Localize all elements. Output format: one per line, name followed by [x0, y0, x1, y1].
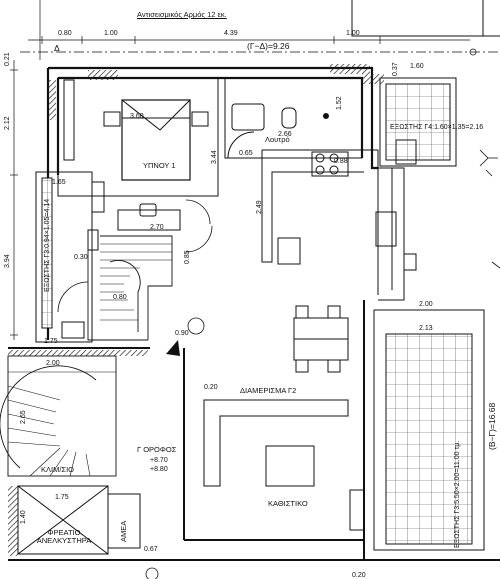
balcony-g3-right-label: ΕΞΩΣΤΗΣ Γ3:5.50×2.00=11.00 τμ.: [454, 440, 461, 548]
elevator-label: ΦΡΕΑΤΙΟ ΑΝΕΛΚΥΣΤΗΡΑ: [36, 528, 92, 545]
wall-hatch-left: [48, 80, 56, 120]
dim-h020b: 0.20: [352, 572, 366, 579]
kitchen-area: [261, 149, 417, 295]
dim-h088: 0.88: [334, 158, 348, 165]
exterior-walls: [46, 66, 378, 340]
dim-left-212: 2.12: [4, 116, 11, 130]
bottom-wall: [8, 539, 500, 561]
floor-level-2: +8.80: [150, 466, 168, 473]
bedroom-desk: [117, 203, 181, 231]
dim-top-1: 0.80: [58, 30, 72, 37]
balcony-g3-right: [373, 309, 485, 551]
dim-h030: 0.30: [74, 254, 88, 261]
wall-hatch-top-left: [88, 70, 118, 80]
dim-h200: 2.00: [419, 301, 433, 308]
dim-top-5: 0.21: [4, 52, 11, 66]
balcony-g4-label: ΕΞΩΣΤΗΣ Γ4:1.60×1.35=2.16: [390, 124, 484, 131]
wall-hatch-top-right: [330, 64, 370, 74]
left-dimension-line: [10, 60, 18, 340]
bathroom-label: Λουτρό: [265, 135, 290, 144]
bathroom-room: [224, 77, 363, 159]
neighbor-building: [351, 0, 500, 37]
floor-level-1: +8.70: [150, 457, 168, 464]
dim-h020: 0.20: [204, 384, 218, 391]
living-label: ΚΑΘΙΣΤΙΚΟ: [268, 499, 308, 508]
dim-h266: 2.66: [278, 131, 292, 138]
dim-h175: 1.75: [44, 338, 58, 345]
dim-h160: 1.60: [410, 63, 424, 70]
dim-h165: 1.65: [52, 179, 66, 186]
right-shaft: [378, 139, 417, 301]
north-marks: [479, 149, 500, 269]
dim-h065: 0.65: [239, 150, 253, 157]
dim-h067: 0.67: [144, 546, 158, 553]
dim-h213: 2.13: [419, 325, 433, 332]
floor-label: Γ ΟΡΟΦΟΣ: [137, 445, 177, 454]
entry-triangle: [166, 340, 180, 356]
dim-h270: 2.70: [150, 224, 164, 231]
dim-h037: 0.37: [392, 62, 399, 76]
dim-v249: 2.49: [256, 200, 263, 214]
dim-h200b: 2.00: [46, 360, 60, 367]
seismic-joint-note: Αντισεισμικός Αρμός 12 εκ.: [137, 10, 227, 19]
ameA-label: ΑΜΕΑ: [119, 520, 128, 542]
bedroom-label: ΥΠΝΟΥ 1: [143, 161, 176, 170]
dim-v140: 1.40: [20, 510, 27, 524]
bedroom-room: [57, 77, 219, 197]
dim-h090: 0.90: [175, 330, 189, 337]
elevator-hatch-left: [8, 486, 18, 556]
level-marker: [145, 567, 159, 579]
spiral-stair: [87, 235, 173, 341]
dim-h175b: 1.75: [55, 494, 69, 501]
dim-v344: 3.44: [211, 150, 218, 164]
apartment-label: ΔΙΑΜΕΡΙΣΜΑ Γ2: [240, 386, 297, 395]
dim-v152: 1.52: [336, 96, 343, 110]
living-sofa: [203, 399, 365, 531]
dim-h080: 0.80: [113, 294, 127, 301]
dim-top-2: 1.00: [104, 30, 118, 37]
dim-left-394: 3.94: [4, 254, 11, 268]
common-stair: [0, 355, 117, 477]
top-dimension-line: [20, 0, 500, 60]
dim-top-4: 1.00: [346, 30, 360, 37]
stair-label: ΚΛΙΜ/ΣΙΟ: [41, 465, 74, 474]
dim-h360: 3.60: [130, 113, 144, 120]
axis-right-label: (Β−Γ)=16.68: [487, 402, 497, 450]
balcony-g3-left-label: ΕΞΩΣΤΗΣ Γ3:0.94×1.05=4.14: [44, 198, 51, 292]
dim-v265: 2.65: [20, 410, 27, 424]
dim-top-3: 4.39: [224, 30, 238, 37]
delta-mark: Δ: [54, 43, 60, 53]
column-marker: [187, 317, 205, 335]
axis-top-label: (Γ−Δ)=9.26: [247, 41, 290, 51]
wall-hatch-mid: [8, 350, 148, 356]
door-swings: [57, 199, 213, 313]
dim-h085: 0.85: [184, 250, 191, 264]
dining-table: [293, 305, 349, 373]
balcony-g4: [362, 74, 457, 167]
